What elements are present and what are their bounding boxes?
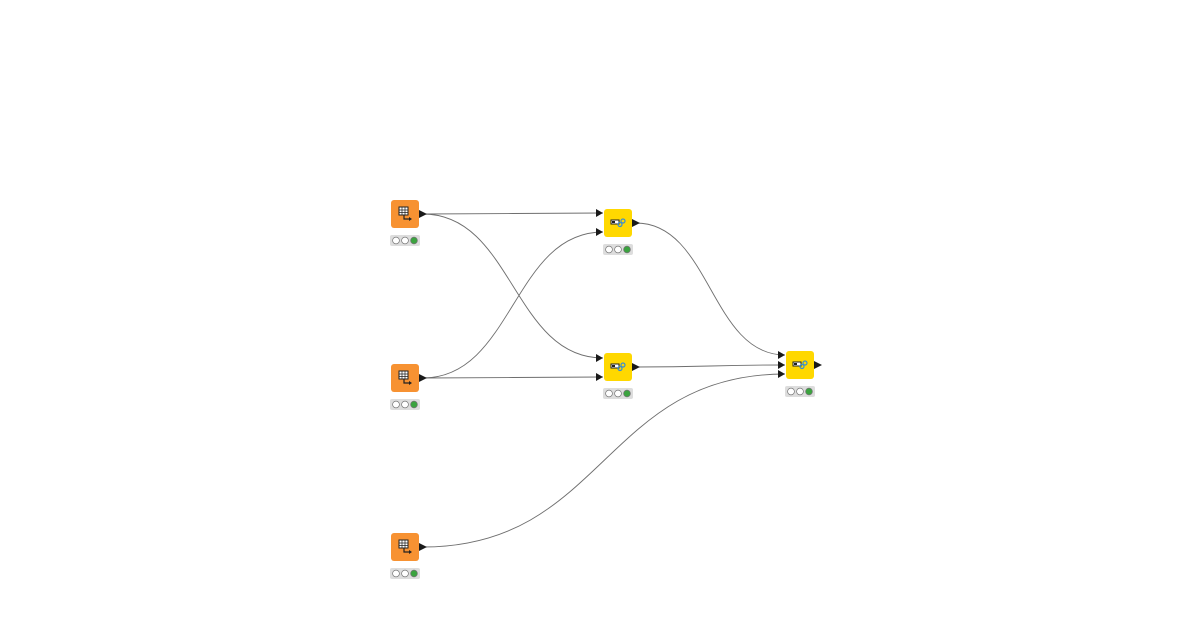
connection[interactable] bbox=[422, 213, 604, 359]
output-port[interactable] bbox=[419, 543, 427, 551]
joiner-node[interactable] bbox=[778, 351, 822, 397]
joiner-node[interactable] bbox=[596, 209, 640, 255]
status-light-off bbox=[401, 569, 409, 578]
table-output-icon bbox=[398, 539, 412, 554]
table-output-icon bbox=[398, 206, 412, 221]
status-light-off bbox=[787, 387, 795, 396]
status-light-off bbox=[796, 387, 804, 396]
connection[interactable] bbox=[635, 364, 786, 368]
status-light-off bbox=[392, 400, 400, 409]
input-port[interactable] bbox=[596, 373, 603, 381]
node-status-indicator bbox=[390, 399, 420, 410]
status-light-off bbox=[401, 236, 409, 245]
status-light-off bbox=[614, 389, 622, 398]
joiner-icon bbox=[610, 362, 626, 372]
status-light-off bbox=[614, 245, 622, 254]
connection[interactable] bbox=[422, 373, 786, 548]
node-status-indicator bbox=[603, 388, 633, 399]
output-port[interactable] bbox=[419, 374, 427, 382]
joiner-icon bbox=[610, 218, 626, 228]
input-port[interactable] bbox=[596, 209, 603, 217]
status-light-off bbox=[605, 245, 613, 254]
node-status-indicator bbox=[390, 235, 420, 246]
node-status-indicator bbox=[785, 386, 815, 397]
output-port[interactable] bbox=[419, 210, 427, 218]
input-port[interactable] bbox=[778, 361, 785, 369]
connection[interactable] bbox=[635, 222, 786, 356]
output-port[interactable] bbox=[632, 219, 640, 227]
status-light-green bbox=[410, 236, 418, 245]
connection[interactable] bbox=[422, 376, 604, 379]
status-light-green bbox=[410, 400, 418, 409]
table-source-node[interactable] bbox=[390, 533, 427, 579]
input-port[interactable] bbox=[596, 228, 603, 236]
status-light-off bbox=[392, 569, 400, 578]
status-light-green bbox=[623, 389, 631, 398]
output-port[interactable] bbox=[632, 363, 640, 371]
connection[interactable] bbox=[422, 212, 604, 215]
table-source-node[interactable] bbox=[390, 364, 427, 410]
table-output-icon bbox=[398, 370, 412, 385]
status-light-green bbox=[410, 569, 418, 578]
joiner-node[interactable] bbox=[596, 353, 640, 399]
table-source-node[interactable] bbox=[390, 200, 427, 246]
node-status-indicator bbox=[390, 568, 420, 579]
connections-layer bbox=[422, 212, 786, 548]
status-light-off bbox=[392, 236, 400, 245]
output-port[interactable] bbox=[814, 361, 822, 369]
status-light-off bbox=[605, 389, 613, 398]
input-port[interactable] bbox=[596, 354, 603, 362]
status-light-off bbox=[401, 400, 409, 409]
joiner-icon bbox=[792, 360, 808, 370]
input-port[interactable] bbox=[778, 370, 785, 378]
connection[interactable] bbox=[422, 231, 604, 379]
status-light-green bbox=[805, 387, 813, 396]
status-light-green bbox=[623, 245, 631, 254]
nodes-layer bbox=[390, 200, 822, 579]
input-port[interactable] bbox=[778, 351, 785, 359]
node-status-indicator bbox=[603, 244, 633, 255]
